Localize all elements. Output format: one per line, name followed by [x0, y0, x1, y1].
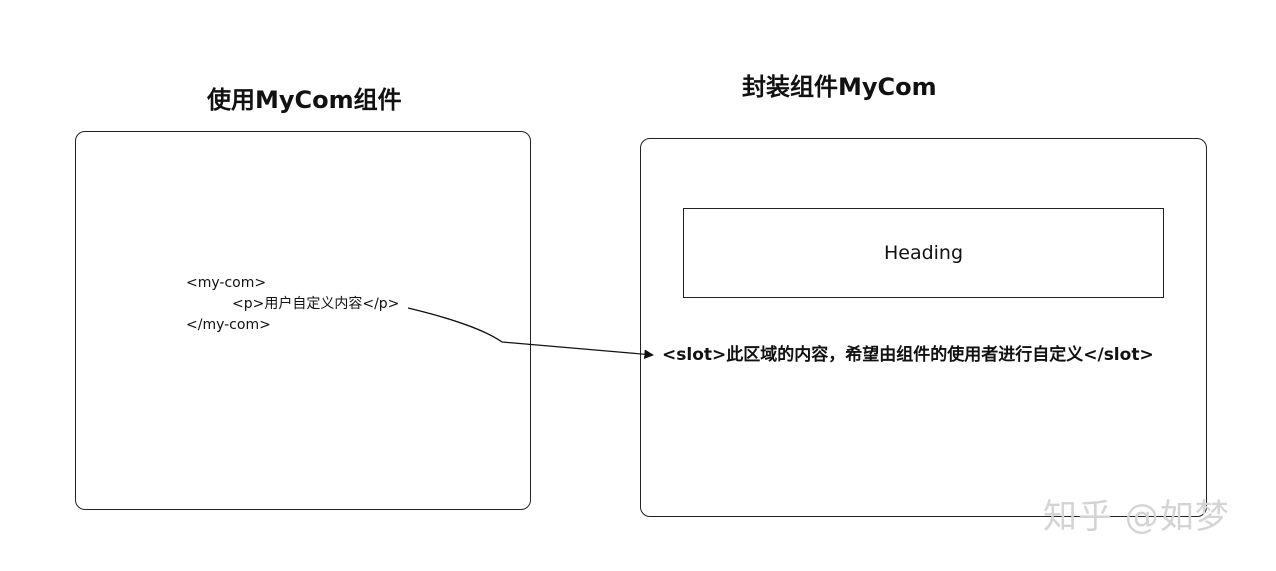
watermark: 知乎 @如梦	[1043, 497, 1230, 537]
slot-label: <slot>此区域的内容，希望由组件的使用者进行自定义</slot>	[662, 345, 1154, 365]
heading-label: Heading	[883, 242, 964, 264]
heading-box: Heading	[683, 208, 1164, 298]
code-line-content: <p>用户自定义内容</p>	[232, 296, 400, 312]
usage-panel	[75, 131, 531, 510]
component-panel	[640, 138, 1207, 517]
left-diagram-title: 使用MyCom组件	[207, 86, 402, 114]
code-line-open-tag: <my-com>	[186, 275, 267, 291]
code-line-close-tag: </my-com>	[186, 317, 271, 333]
right-diagram-title: 封装组件MyCom	[742, 73, 937, 101]
